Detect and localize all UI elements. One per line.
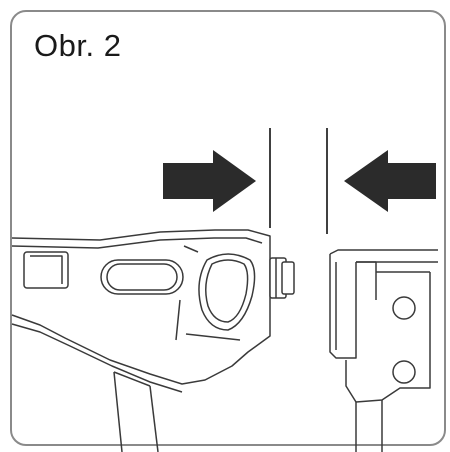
left-part	[11, 229, 271, 452]
figure-frame	[10, 10, 446, 446]
arrow-right-icon	[163, 150, 256, 212]
connector-pin	[269, 257, 295, 299]
figure-caption: Obr. 2	[34, 28, 122, 63]
right-part	[329, 249, 438, 452]
arrow-left-icon	[344, 150, 436, 212]
